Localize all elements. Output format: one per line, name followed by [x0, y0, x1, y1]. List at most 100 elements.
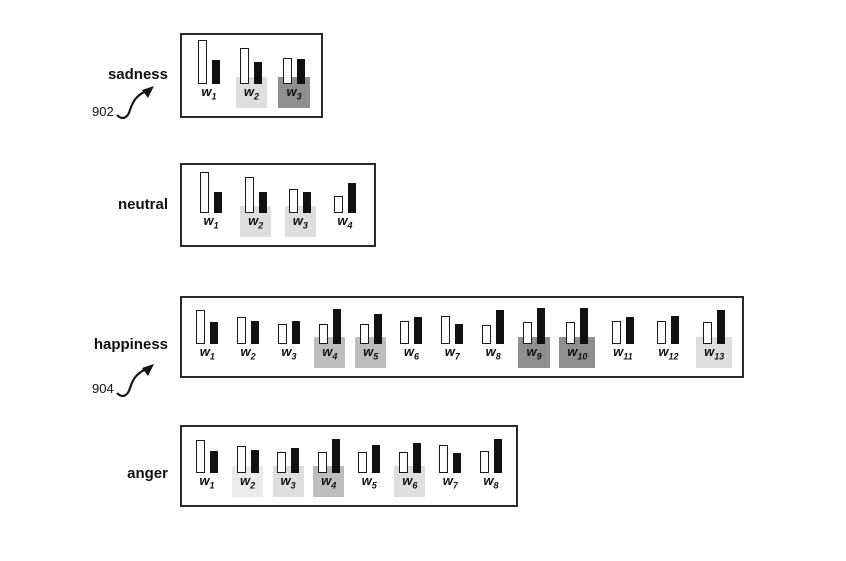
black-bar: [580, 308, 589, 345]
white-bar: [197, 40, 207, 85]
bar-pair: [277, 448, 300, 474]
word-label: w8: [485, 344, 501, 362]
ref-902-arrow-icon: [115, 85, 163, 124]
white-bar: [195, 440, 205, 474]
bar-pair: [479, 439, 502, 474]
black-bar: [211, 60, 220, 85]
black-bar: [251, 321, 260, 345]
bar-pair: [611, 317, 634, 345]
white-bar: [277, 452, 287, 474]
white-bar: [703, 322, 713, 345]
bar-pair: [240, 48, 263, 85]
word-cell-anger-w4: w4: [313, 439, 345, 497]
bar-pair: [196, 310, 219, 345]
white-bar: [196, 310, 206, 345]
ref-904-label: 904: [92, 381, 114, 396]
black-bar: [414, 317, 423, 345]
word-label-highlighted: w10: [559, 337, 596, 368]
bar-pair: [195, 440, 218, 474]
word-cell-happiness-w6: w6: [396, 317, 427, 368]
white-bar: [479, 451, 489, 474]
word-cell-neutral-w4: w4: [329, 183, 360, 237]
black-bar: [455, 324, 464, 345]
bar-pair: [318, 309, 341, 345]
word-label: w1: [199, 473, 215, 491]
ref-904-arrow-icon: [115, 363, 163, 402]
word-cell-anger-w2: w2: [231, 446, 264, 497]
word-cell-happiness-w13: w13: [696, 310, 733, 368]
word-cell-happiness-w10: w10: [559, 308, 596, 368]
white-bar: [200, 172, 210, 214]
word-label: w1: [203, 213, 219, 231]
word-cell-happiness-w9: w9: [518, 308, 550, 368]
word-cell-neutral-w2: w2: [240, 177, 272, 237]
word-cell-happiness-w2: w2: [233, 317, 264, 368]
black-bar: [303, 192, 312, 214]
black-bar: [493, 439, 502, 474]
bar-pair: [277, 321, 300, 345]
bar-pair: [289, 189, 312, 214]
black-bar: [258, 192, 267, 214]
word-label: w7: [442, 473, 458, 491]
white-bar: [289, 189, 299, 214]
word-cell-happiness-w3: w3: [273, 321, 304, 368]
white-bar: [244, 177, 254, 214]
word-cell-neutral-w3: w3: [284, 189, 316, 237]
bar-pair: [703, 310, 726, 345]
word-cell-anger-w8: w8: [475, 439, 506, 497]
bar-pair: [482, 310, 505, 345]
word-cell-happiness-w8: w8: [478, 310, 509, 368]
white-bar: [237, 317, 247, 345]
black-bar: [717, 310, 726, 345]
white-bar: [236, 446, 246, 474]
word-cell-sadness-w1: w1: [193, 40, 224, 108]
word-cell-anger-w5: w5: [354, 445, 385, 497]
bar-pair: [398, 443, 421, 474]
white-bar: [277, 324, 287, 345]
word-label: w3: [281, 344, 297, 362]
black-bar: [297, 59, 306, 85]
black-bar: [496, 310, 505, 345]
word-cell-sadness-w3: w3: [278, 58, 310, 108]
white-bar: [657, 321, 667, 345]
black-bar: [214, 192, 223, 214]
word-label: w1: [201, 84, 217, 102]
word-label: w1: [199, 344, 215, 362]
white-bar: [482, 325, 492, 345]
black-bar: [373, 314, 382, 345]
black-bar: [671, 316, 680, 345]
word-label-highlighted: w13: [696, 337, 733, 368]
white-bar: [358, 452, 368, 474]
word-cell-happiness-w4: w4: [314, 309, 346, 368]
white-bar: [439, 445, 449, 474]
word-cell-happiness-w5: w5: [355, 314, 387, 368]
white-bar: [566, 322, 576, 345]
word-cell-anger-w6: w6: [394, 443, 426, 497]
black-bar: [291, 321, 300, 345]
word-label: w5: [361, 473, 377, 491]
black-bar: [625, 317, 634, 345]
bar-pair: [400, 317, 423, 345]
word-label: w4: [337, 213, 353, 231]
white-bar: [240, 48, 250, 85]
bar-pair: [244, 177, 267, 214]
white-bar: [398, 452, 408, 474]
bar-pair: [566, 308, 589, 345]
word-cell-sadness-w2: w2: [235, 48, 268, 108]
word-cell-anger-w1: w1: [191, 440, 222, 497]
bar-pair: [358, 445, 381, 474]
bar-pair: [523, 308, 546, 345]
black-bar: [250, 450, 259, 474]
word-label: w8: [483, 473, 499, 491]
bar-pair: [283, 58, 306, 85]
bar-pair: [657, 316, 680, 345]
word-cell-happiness-w1: w1: [192, 310, 223, 368]
word-cell-anger-w3: w3: [272, 448, 304, 497]
bar-pair: [236, 446, 259, 474]
black-bar: [331, 439, 340, 474]
black-bar: [332, 309, 341, 345]
